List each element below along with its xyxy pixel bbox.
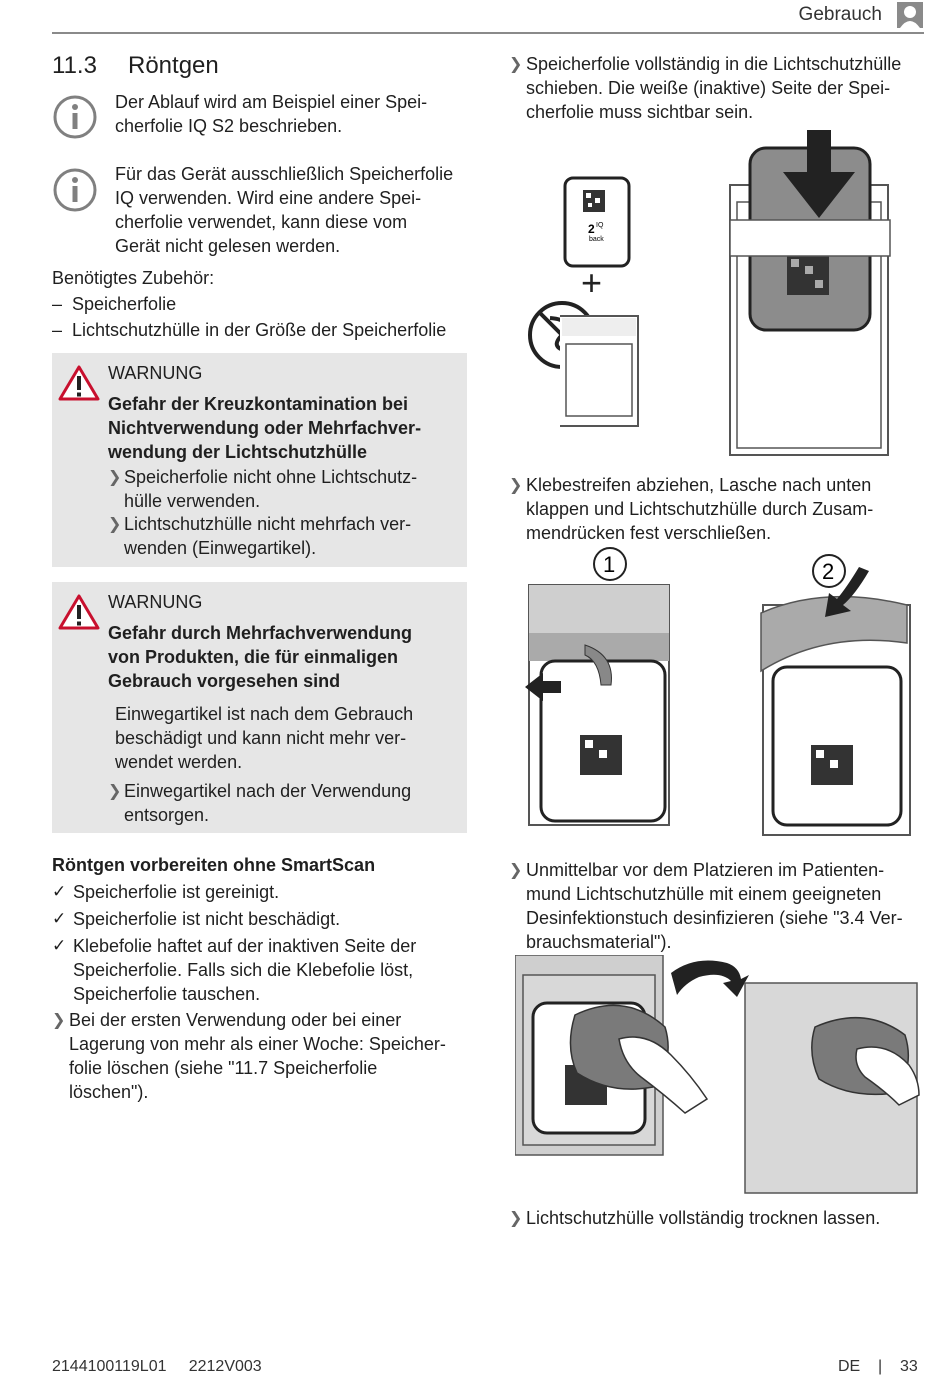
info-icon bbox=[53, 95, 97, 139]
header-rule bbox=[52, 32, 924, 34]
plate-side: back bbox=[589, 236, 604, 243]
warning-triangle-icon bbox=[58, 365, 100, 401]
warning-step: Lichtschutzhülle nicht mehrfach ver-wend… bbox=[124, 514, 412, 558]
step-dry: Lichtschutzhülle vollständig trocknen la… bbox=[526, 1208, 881, 1228]
running-header: Gebrauch bbox=[798, 4, 882, 25]
chevron-right-icon: ❯ bbox=[108, 469, 122, 486]
seal-sleeve-figure: 1 2 bbox=[525, 547, 911, 836]
insert-plate-figure: 2 IQ back + bbox=[528, 130, 891, 456]
prep-check: Speicherfolie ist gereinigt. bbox=[73, 882, 280, 902]
checkmark-icon: ✓ bbox=[52, 909, 67, 928]
checkmark-icon: ✓ bbox=[52, 936, 67, 955]
warning-box-1 bbox=[52, 353, 467, 567]
warning-box-2 bbox=[52, 582, 467, 833]
step-disinfect: Unmittelbar vor dem Platzieren im Patien… bbox=[526, 860, 903, 952]
section-number: 11.3 bbox=[52, 52, 97, 79]
accessories-item: – Lichtschutzhülle in der Größe der Spei… bbox=[52, 320, 447, 340]
accessories-title: Benötigtes Zubehör: bbox=[52, 268, 215, 288]
warning-triangle-icon bbox=[58, 594, 100, 630]
chevron-right-icon: ❯ bbox=[509, 56, 523, 73]
disinfect-figure bbox=[515, 955, 920, 1194]
footer-page-info: DE | 33 bbox=[838, 1358, 918, 1375]
chevron-right-icon: ❯ bbox=[52, 1012, 66, 1029]
step-insert-plate: Speicherfolie vollständig in die Lichtsc… bbox=[526, 54, 902, 122]
warning-step: Speicherfolie nicht ohne Lichtschutz-hül… bbox=[124, 467, 418, 511]
plus-sign: + bbox=[581, 262, 602, 303]
section-title: Röntgen bbox=[128, 52, 219, 79]
step-seal-sleeve: Klebestreifen abziehen, Lasche nach unte… bbox=[526, 475, 874, 543]
figure-number: 2 bbox=[822, 559, 834, 584]
chevron-right-icon: ❯ bbox=[509, 862, 523, 879]
info-note-2: Für das Gerät ausschließlich Speicherfol… bbox=[115, 164, 454, 256]
info-icon bbox=[53, 168, 97, 212]
chevron-right-icon: ❯ bbox=[509, 1210, 523, 1227]
plate-size: 2 bbox=[588, 222, 595, 236]
accessories-item: – Speicherfolie bbox=[52, 294, 177, 314]
warning-label: WARNUNG bbox=[108, 592, 203, 612]
checkmark-icon: ✓ bbox=[52, 882, 67, 901]
chevron-right-icon: ❯ bbox=[509, 477, 523, 494]
chevron-right-icon: ❯ bbox=[108, 783, 122, 800]
prep-step: Bei der ersten Verwendung oder bei einer… bbox=[69, 1010, 446, 1102]
figure-number: 1 bbox=[603, 552, 615, 577]
chevron-right-icon: ❯ bbox=[108, 516, 122, 533]
info-note-1: Der Ablauf wird am Beispiel einer Spei-c… bbox=[115, 92, 428, 136]
person-icon bbox=[897, 2, 923, 28]
prep-title: Röntgen vorbereiten ohne SmartScan bbox=[52, 855, 376, 875]
prep-check: Speicherfolie ist nicht beschädigt. bbox=[73, 909, 341, 929]
prep-check: Klebefolie haftet auf der inaktiven Seit… bbox=[73, 936, 417, 1004]
plate-sup: IQ bbox=[596, 222, 604, 229]
footer-doc-info: 2144100119L01 2212V003 bbox=[52, 1358, 262, 1375]
warning-label: WARNUNG bbox=[108, 363, 203, 383]
